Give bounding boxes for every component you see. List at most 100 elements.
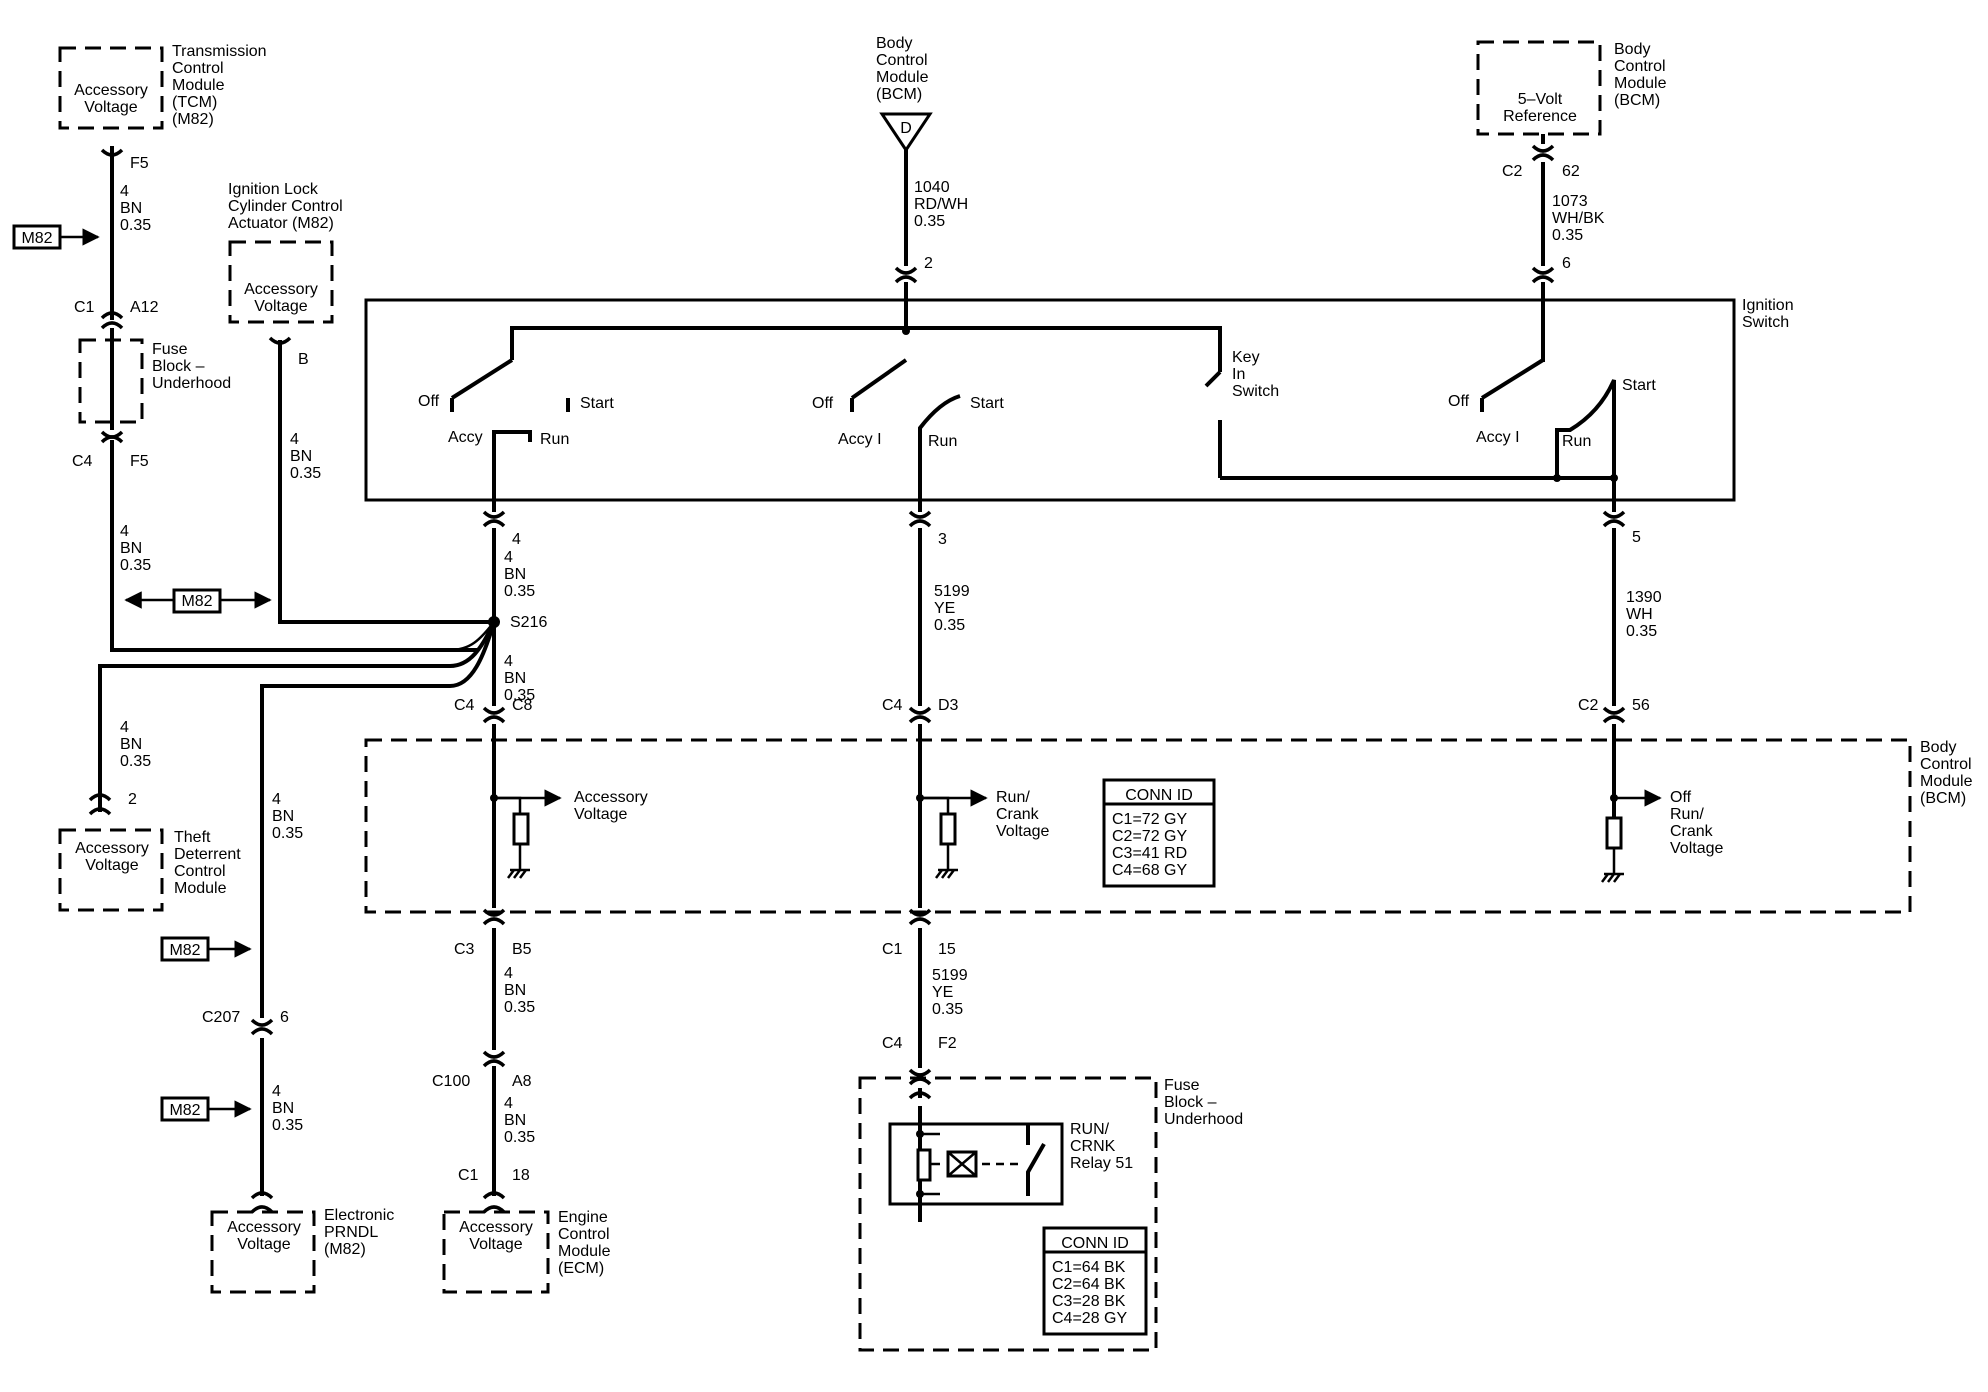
bcm-main-name-line-1: Body [1920,739,1956,756]
conn-id-fuse-title: CONN ID [1061,1235,1129,1252]
wire-label-w-1073-line-1: 1073 [1552,193,1588,210]
bcm-ref-name-line-4: (BCM) [1614,92,1660,109]
bcm-out-offrun-line-1: Off [1670,789,1692,806]
wire-label-w-prndl-low-line-3: 0.35 [272,1117,303,1134]
pin-c207: C207 [202,1009,240,1026]
wire-label-w-prndl-low-line-2: BN [272,1100,294,1117]
sw1-off: Off [418,393,440,410]
ilcca-name-line-3: Actuator (M82) [228,215,334,232]
bcm-ref-inner-label-line-2: Reference [1503,108,1577,125]
wire-label-w-5199a-line-3: 0.35 [934,617,965,634]
relay-51 [888,1122,1064,1206]
wire-label-w-1040-line-1: 1040 [914,179,950,196]
conn-id-bcm-title: CONN ID [1125,787,1193,804]
pin-bcmr-62: 62 [1562,163,1580,180]
wire-label-w-tcm-line-2: BN [120,200,142,217]
ignition-switch-box [364,298,1736,502]
splice-s216 [488,616,500,628]
pin-c1: C1 [74,299,95,316]
wire-label-w-fuse-out-line-2: BN [120,540,142,557]
sw3-off: Off [1448,393,1470,410]
fuse-big-name-line-2: Block – [1164,1094,1217,1111]
bcm-d-symbol: D [900,120,912,137]
conn-id-bcm-lines-line-2: C2=72 GY [1112,828,1187,845]
fuse-big-box [858,1076,1158,1352]
bcm-top-name-line-1: Body [876,35,912,52]
bcm-ref-inner-label-line-1: 5–Volt [1518,91,1563,108]
theft-box [58,828,164,912]
pin-ign-5: 5 [1632,529,1641,546]
tcm-inner-label-line-2: Voltage [84,99,137,116]
theft-name-line-2: Deterrent [174,846,241,863]
wire-label-w-s216-line-3: 0.35 [504,687,535,704]
fuse-big-name-line-3: Underhood [1164,1111,1243,1128]
tcm-inner-label-line-1: Accessory [74,82,148,99]
theft-name-line-1: Theft [174,829,211,846]
wire-prndl [260,621,496,1018]
wire-label-w-s216-line-2: BN [504,670,526,687]
conn-id-fuse-lines-line-1: C1=64 BK [1052,1259,1126,1276]
tcm-name-line-5: (M82) [172,111,214,128]
wire-label-w-ecm-b-line-1: 4 [504,1095,513,1112]
bcm-ref-name-line-3: Module [1614,75,1667,92]
bcm-out-acc-line-1: Accessory [574,789,648,806]
pin-p15: 15 [938,941,956,958]
pin-c4-c: C4 [882,1035,903,1052]
ilcca-name-line-1: Ignition Lock [228,181,319,198]
ign-switch-name-line-2: Switch [1742,314,1789,331]
pin-a8: A8 [512,1073,532,1090]
theft-inner-label-line-1: Accessory [75,840,149,857]
pin-c4-a: C4 [454,697,475,714]
conn-id-fuse-lines-line-3: C3=28 BK [1052,1293,1126,1310]
pin-c2-b: C2 [1578,697,1599,714]
pin-tcm-f5: F5 [130,155,149,172]
key-in-switch-line-2: In [1232,366,1245,383]
sw1-run: Run [540,431,569,448]
wire-label-w-5199a-line-1: 5199 [934,583,970,600]
pin-theft-2: 2 [128,791,137,808]
m82-tag-2 [124,588,272,614]
wire-label-w-tcm-line-1: 4 [120,183,129,200]
wire-label-w-1390-line-2: WH [1626,606,1653,623]
wire-label-w-ign4-line-2: BN [504,566,526,583]
wire-label-w-ecm-a-line-1: 4 [504,965,513,982]
bcm-d-triangle [879,112,933,153]
pin-d3: D3 [938,697,959,714]
conn-id-fuse-lines-line-2: C2=64 BK [1052,1276,1126,1293]
sw2-run: Run [928,433,957,450]
bcm-top-name-line-3: Module [876,69,929,86]
bcm-out-offrun-line-3: Crank [1670,823,1714,840]
ilcca-inner-label-line-2: Voltage [254,298,307,315]
pin-ilc-b: B [298,351,309,368]
bcm-out-runcrank-line-1: Run/ [996,789,1030,806]
pin-c1-c: C1 [458,1167,479,1184]
m82-tag-3-text: M82 [169,942,200,959]
wire-label-w-ecm-a-line-3: 0.35 [504,999,535,1016]
sw1-accy: Accy [448,429,483,446]
wire-label-w-fuse-out-line-1: 4 [120,523,129,540]
prndl-name-line-2: PRNDL [324,1224,378,1241]
tcm-name-line-2: Control [172,60,224,77]
pin-c1-b: C1 [882,941,903,958]
m82-tag-3 [160,936,252,962]
wire-label-w-ecm-b-line-2: BN [504,1112,526,1129]
labels-layer: AccessoryVoltageTransmissionControlModul… [21,35,1972,1327]
wire-label-w-prndl-low-line-1: 4 [272,1083,281,1100]
ign-switch-name-line-1: Ignition [1742,297,1794,314]
wire-label-w-prndl-up-line-2: BN [272,808,294,825]
wire-label-w-1390-line-3: 0.35 [1626,623,1657,640]
m82-tag-1 [12,224,100,250]
wire-label-w-5199b-line-3: 0.35 [932,1001,963,1018]
fuse-big-name-line-1: Fuse [1164,1077,1200,1094]
pin-c4-b: C4 [882,697,903,714]
wire-label-w-5199a-line-2: YE [934,600,955,617]
wire-label-w-theft-line-3: 0.35 [120,753,151,770]
pin-a12: A12 [130,299,159,316]
ecm-box [442,1210,550,1294]
ilcca-name-line-2: Cylinder Control [228,198,343,215]
conn-id-bcm-lines-line-1: C1=72 GY [1112,811,1187,828]
wire-label-w-ilc-line-3: 0.35 [290,465,321,482]
ecm-inner-label-line-2: Voltage [469,1236,522,1253]
pin-ign-6: 6 [1562,255,1571,272]
pin-c4-top: C4 [72,453,93,470]
